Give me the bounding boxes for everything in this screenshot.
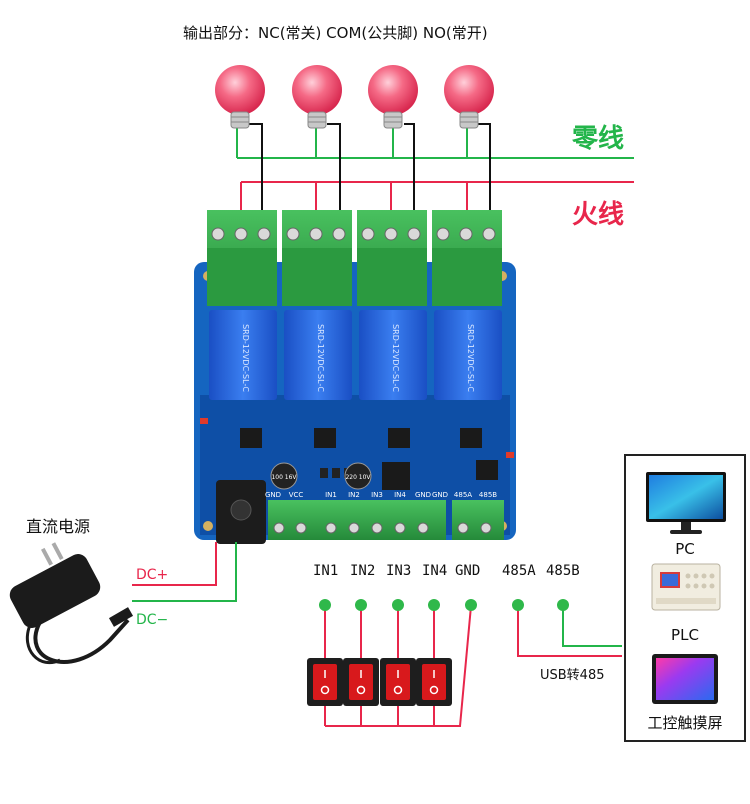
touchscreen-icon bbox=[652, 654, 718, 704]
terminal-label-485a: 485A bbox=[502, 563, 536, 579]
load-wires bbox=[248, 123, 491, 236]
usb-485-label: USB转485 bbox=[540, 668, 605, 683]
devices-icons bbox=[646, 472, 726, 704]
svg-text:SRD-12VDC-SL-C: SRD-12VDC-SL-C bbox=[391, 324, 400, 392]
pc-monitor-icon bbox=[646, 472, 726, 534]
svg-text:IN3: IN3 bbox=[371, 491, 383, 499]
svg-text:GND: GND bbox=[265, 491, 281, 499]
switch-1-icon bbox=[307, 658, 343, 706]
svg-text:IN4: IN4 bbox=[394, 491, 406, 499]
relay-3: SRD-12VDC-SL-C bbox=[359, 310, 427, 400]
svg-text:SRD-12VDC-SL-C: SRD-12VDC-SL-C bbox=[466, 324, 475, 392]
input-terminal-block bbox=[268, 500, 504, 540]
live-line-label: 火线 bbox=[572, 200, 625, 230]
svg-text:485B: 485B bbox=[479, 491, 497, 499]
terminal-label-in2: IN2 bbox=[350, 563, 376, 579]
switch-2-icon bbox=[343, 658, 379, 706]
device-label-pc: PC bbox=[675, 540, 695, 558]
terminal-label-in1: IN1 bbox=[313, 563, 339, 579]
output-section-title: 输出部分：NC(常关) COM(公共脚) NO(常开) bbox=[183, 24, 488, 42]
device-label-plc: PLC bbox=[671, 626, 699, 644]
devices-panel: PC PLC 工控触摸屏 bbox=[624, 454, 746, 742]
dc-plus-label: DC+ bbox=[136, 567, 169, 583]
bulb-3-icon bbox=[368, 65, 418, 129]
dc-minus-label: DC− bbox=[136, 612, 169, 628]
zero-line-label: 零线 bbox=[572, 124, 625, 154]
svg-text:VCC: VCC bbox=[289, 491, 304, 499]
zero-line bbox=[236, 126, 634, 159]
input-wires bbox=[324, 605, 622, 727]
svg-text:GND: GND bbox=[432, 491, 448, 499]
dc-jack bbox=[216, 480, 266, 544]
terminal-label-gnd: GND bbox=[455, 563, 481, 579]
terminal-label-in3: IN3 bbox=[386, 563, 412, 579]
svg-text:SRD-12VDC-SL-C: SRD-12VDC-SL-C bbox=[241, 324, 250, 392]
svg-text:IN1: IN1 bbox=[325, 491, 337, 499]
output-terminal-3 bbox=[357, 210, 427, 306]
output-terminal-4 bbox=[432, 210, 502, 306]
output-terminal-1 bbox=[207, 210, 277, 306]
svg-text:SRD-12VDC-SL-C: SRD-12VDC-SL-C bbox=[316, 324, 325, 392]
dc-plus-wire bbox=[132, 542, 217, 586]
plc-icon bbox=[651, 563, 721, 611]
capacitor-2: 220 10V bbox=[344, 462, 372, 490]
power-adapter-icon bbox=[9, 542, 134, 664]
switch-3-icon bbox=[380, 658, 416, 706]
switch-4-icon bbox=[416, 658, 452, 706]
terminal-dots bbox=[319, 599, 569, 611]
output-terminal-2 bbox=[282, 210, 352, 306]
device-label-touchscreen: 工控触摸屏 bbox=[647, 714, 723, 732]
relay-2: SRD-12VDC-SL-C bbox=[284, 310, 352, 400]
dc-power-label: 直流电源 bbox=[26, 517, 91, 536]
capacitor-1: 100 16V bbox=[270, 462, 298, 490]
svg-text:100 16V: 100 16V bbox=[271, 474, 297, 481]
svg-text:GND: GND bbox=[415, 491, 431, 499]
svg-text:IN2: IN2 bbox=[348, 491, 360, 499]
dc-minus-wire bbox=[132, 542, 237, 602]
terminal-label-in4: IN4 bbox=[422, 563, 448, 579]
board-header-labels: GND VCC IN1 IN2 IN3 IN4 GND GND 485A 485… bbox=[265, 491, 497, 499]
board-components bbox=[200, 418, 514, 490]
bulb-1-icon bbox=[215, 65, 265, 129]
svg-text:220 10V: 220 10V bbox=[345, 474, 371, 481]
bulb-4-icon bbox=[444, 65, 494, 129]
relay-1: SRD-12VDC-SL-C bbox=[209, 310, 277, 400]
svg-text:485A: 485A bbox=[454, 491, 472, 499]
bulb-2-icon bbox=[292, 65, 342, 129]
terminal-label-485b: 485B bbox=[546, 563, 580, 579]
relay-4: SRD-12VDC-SL-C bbox=[434, 310, 502, 400]
